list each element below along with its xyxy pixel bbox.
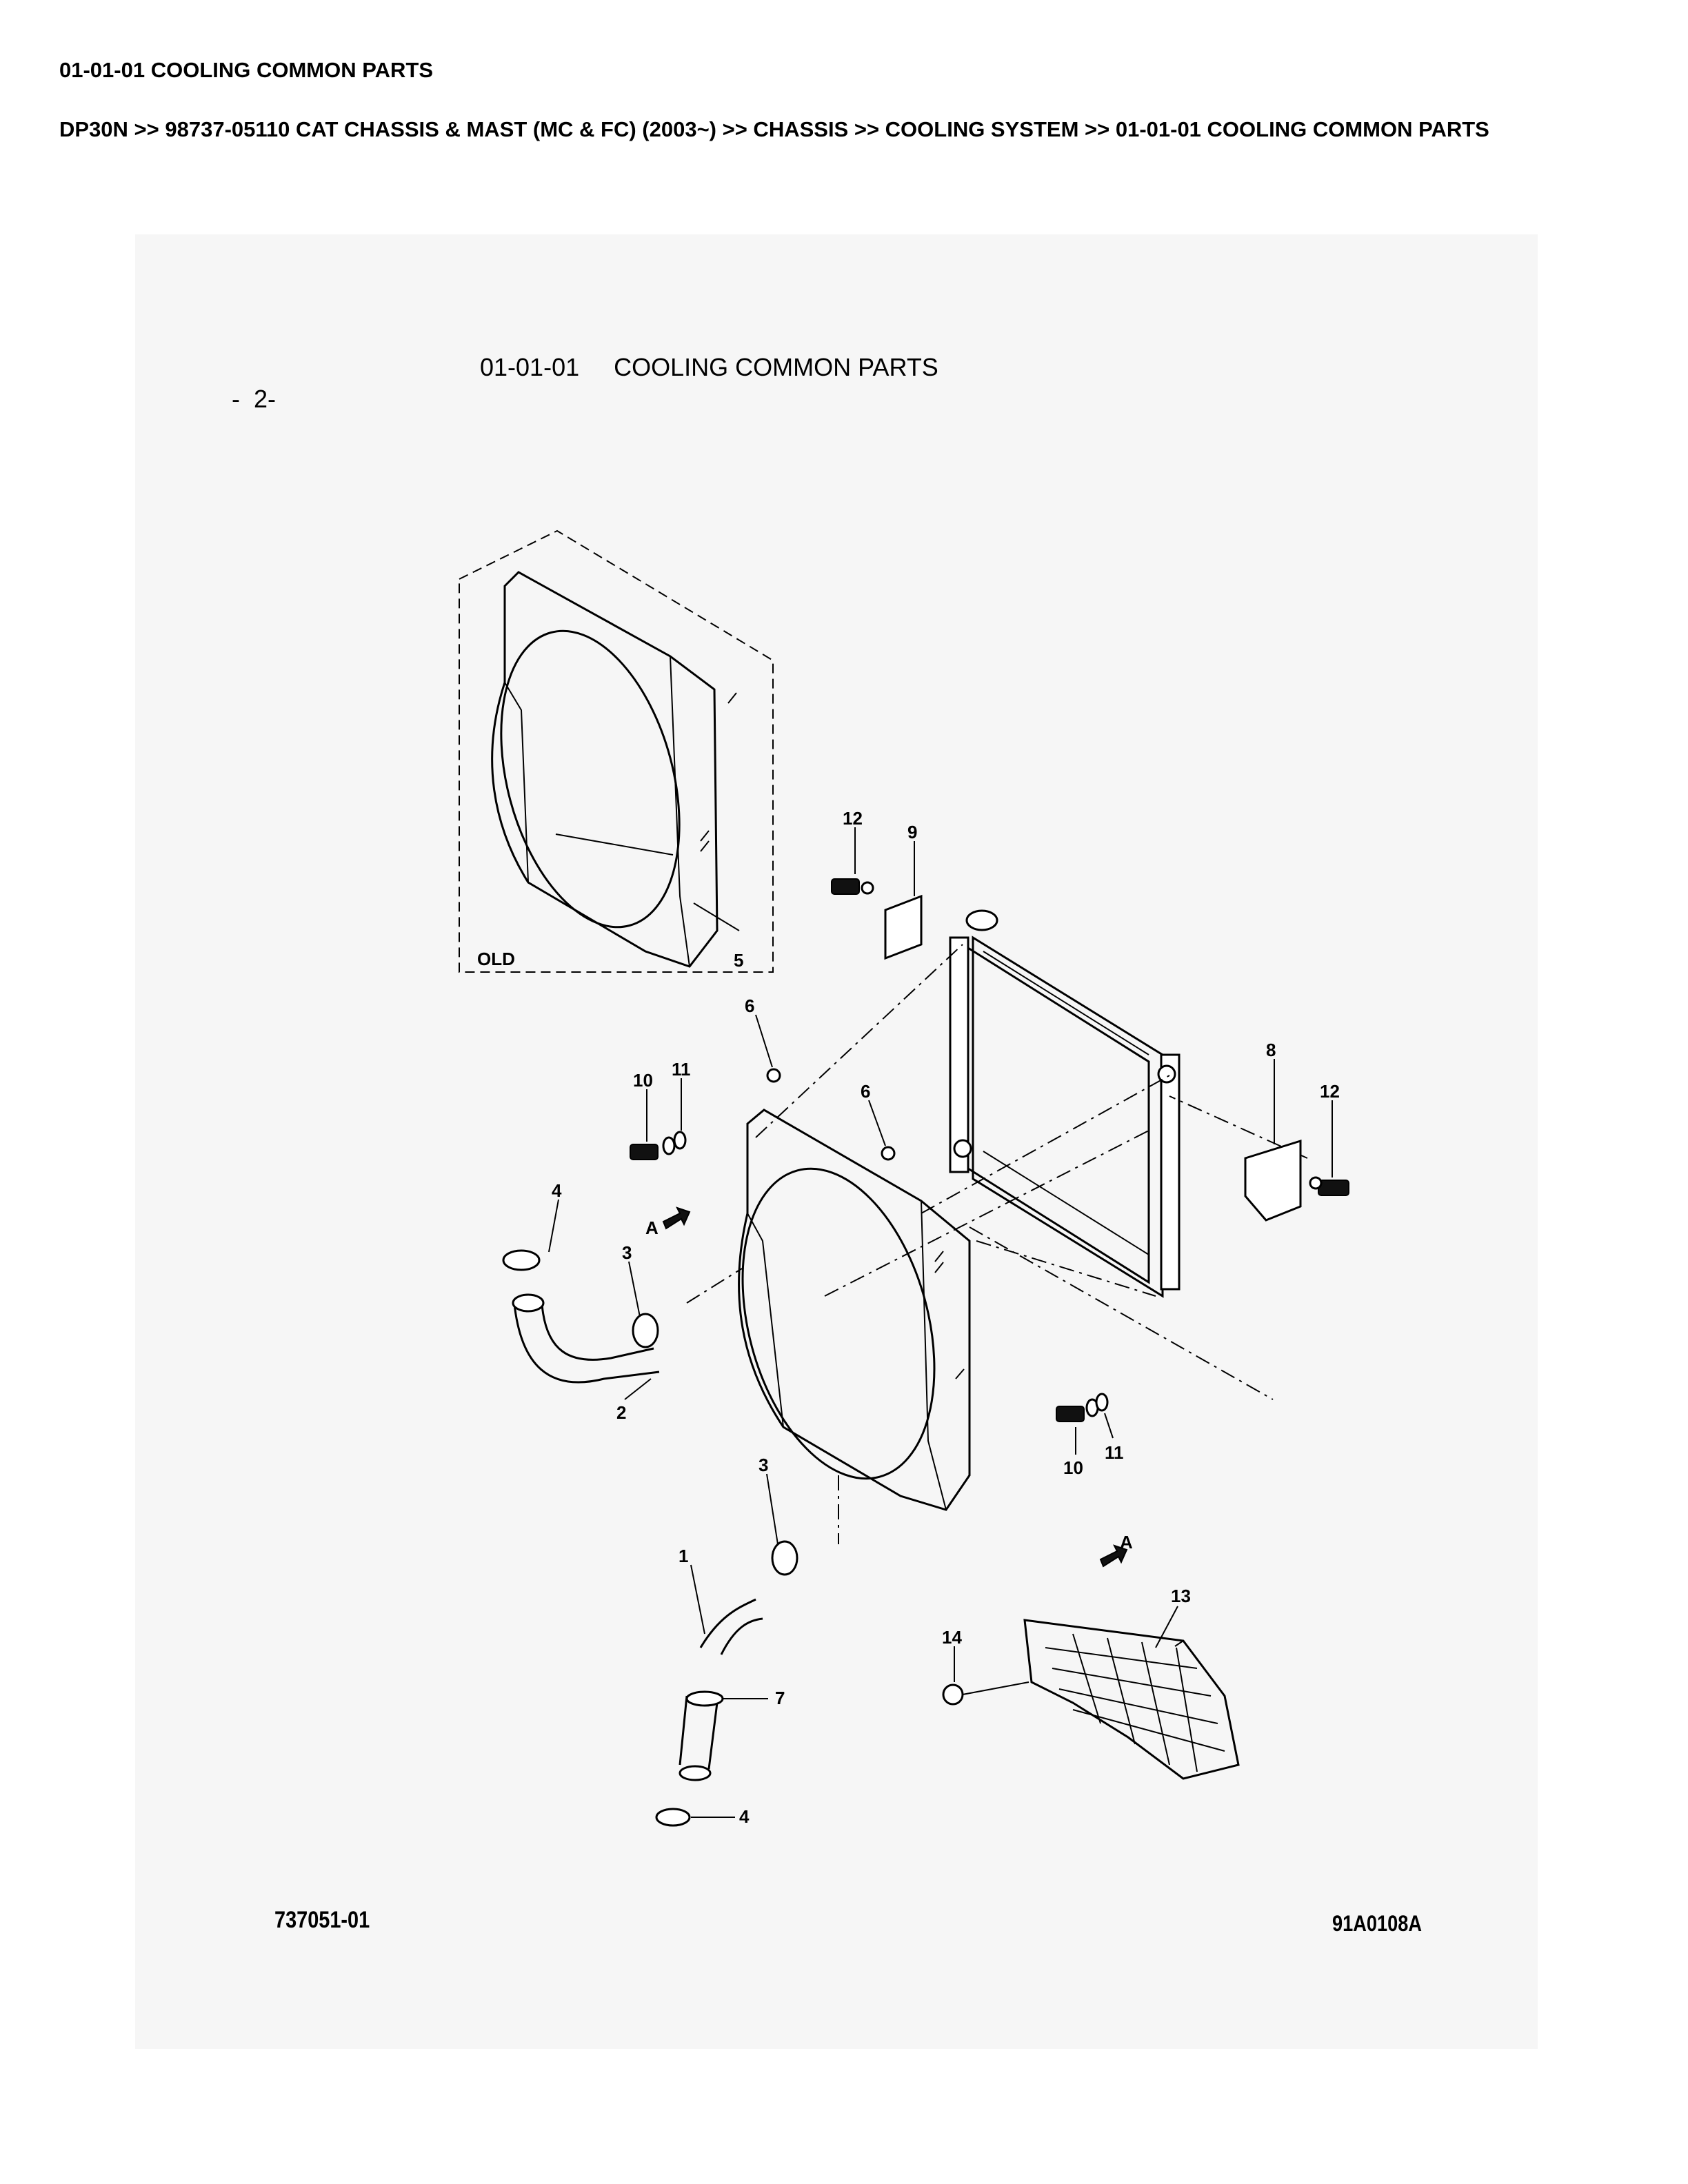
part-3-clamp-upper: 3	[622, 1242, 659, 1348]
callout-7: 7	[775, 1688, 785, 1708]
part-6-clip-lower: 6	[861, 1081, 896, 1161]
part-14-bolt: 14	[942, 1627, 1029, 1706]
callout-2: 2	[616, 1402, 626, 1423]
callout-10-lower: 10	[1063, 1457, 1083, 1478]
callout-13: 13	[1171, 1586, 1191, 1606]
view-arrow-a-left: A	[645, 1206, 691, 1238]
callout-12-right: 12	[1320, 1081, 1340, 1102]
sheet-page-number: - 2-	[232, 385, 277, 413]
callout-12-top: 12	[843, 808, 863, 829]
part-10-bolt-upper: 10	[630, 1070, 659, 1160]
callout-9: 9	[907, 822, 917, 842]
view-label-a-right: A	[1120, 1532, 1133, 1553]
callout-11-upper: 11	[672, 1059, 691, 1080]
old-shroud-inset: 5 OLD	[459, 529, 774, 973]
parts-diagram-sheet: 01-01-01 COOLING COMMON PARTS - 2- 5 OLD	[135, 234, 1538, 2049]
part-12-bolt-top: 12	[831, 808, 874, 895]
assembly-lines	[686, 944, 1308, 1544]
radiator	[949, 909, 1180, 1298]
part-12-bolt-right: 12	[1309, 1081, 1349, 1196]
figure-code: 91A0108A	[1332, 1911, 1423, 1936]
callout-10-upper: 10	[633, 1070, 653, 1091]
callout-6-upper: 6	[745, 995, 754, 1016]
callout-4-upper: 4	[552, 1180, 562, 1201]
breadcrumb: DP30N >> 98737-05110 CAT CHASSIS & MAST …	[59, 117, 1489, 141]
callout-6-lower: 6	[861, 1081, 870, 1102]
part-3-clamp-lower: 3	[758, 1455, 798, 1576]
callout-14: 14	[942, 1627, 962, 1648]
part-9-bracket: 9	[884, 822, 923, 960]
view-arrow-a-right: A	[1099, 1532, 1133, 1568]
part-4-clamp-lower: 4	[655, 1806, 750, 1827]
exploded-view-drawing: 5 OLD	[459, 529, 1349, 1827]
callout-8: 8	[1266, 1040, 1276, 1060]
part-10-bolt-lower: 10	[1056, 1406, 1085, 1478]
part-1-hose-lower: 1	[679, 1546, 763, 1781]
part-13-fan-guard: 13	[1023, 1586, 1240, 1780]
callout-11-lower: 11	[1105, 1442, 1124, 1463]
part-11-washer-upper: 11	[662, 1059, 691, 1155]
callout-4-lower: 4	[739, 1806, 750, 1827]
part-6-clip-upper: 6	[745, 995, 781, 1083]
old-label: OLD	[477, 949, 515, 969]
callout-3-upper: 3	[622, 1242, 632, 1263]
callout-3-lower: 3	[758, 1455, 768, 1475]
view-label-a-left: A	[645, 1217, 659, 1238]
part-7-band: 7	[685, 1688, 785, 1708]
part-4-clamp-upper: 4	[502, 1180, 562, 1271]
page-heading: 01-01-01 COOLING COMMON PARTS	[59, 58, 434, 82]
callout-1: 1	[679, 1546, 688, 1566]
sheet-title: 01-01-01 COOLING COMMON PARTS	[480, 353, 938, 381]
drawing-number: 737051-01	[274, 1907, 370, 1933]
part-8-bracket: 8	[1244, 1040, 1302, 1222]
part-11-washer-lower: 11	[1085, 1393, 1124, 1463]
callout-5-old: 5	[734, 950, 743, 971]
part-2-hose-upper: 2	[512, 1293, 660, 1423]
fan-shroud	[738, 1109, 971, 1511]
